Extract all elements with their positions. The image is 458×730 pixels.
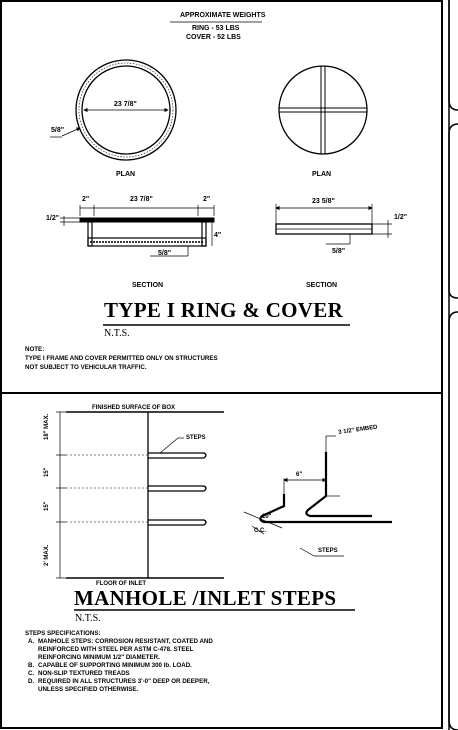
iso-steps-label: STEPS bbox=[318, 548, 338, 554]
ring-section bbox=[60, 205, 215, 257]
ring-section-label: SECTION bbox=[132, 282, 164, 289]
type1-title: TYPE I RING & COVER bbox=[104, 298, 344, 322]
type1-note-line-1: TYPE I FRAME AND COVER PERMITTED ONLY ON… bbox=[25, 355, 218, 362]
ring-base: 5/8" bbox=[158, 250, 172, 257]
spec-d-line-1: REQUIRED IN ALL STRUCTURES 3'-0" DEEP OR… bbox=[38, 678, 210, 685]
ring-left-offset: 2" bbox=[82, 196, 90, 203]
max-bottom: 2' MAX. bbox=[44, 544, 50, 566]
spec-a-line-1: MANHOLE STEPS: CORROSION RESISTANT, COAT… bbox=[38, 638, 213, 645]
cover-section-label: SECTION bbox=[306, 282, 338, 289]
steps-iso bbox=[243, 435, 392, 557]
ring-weight: RING - 53 LBS bbox=[192, 25, 240, 32]
manhole-scale: N.T.S. bbox=[75, 613, 101, 624]
ring-lip-dim: 5/8" bbox=[51, 127, 65, 134]
cover-width: 23 5/8" bbox=[312, 198, 335, 205]
floor-label: FLOOR OF INLET bbox=[96, 581, 146, 587]
spec-b-line-1: CAPABLE OF SUPPORTING MINIMUM 300 lb. LO… bbox=[38, 662, 192, 669]
spec-c-line-1: NON-SLIP TEXTURED TREADS bbox=[38, 670, 130, 677]
ring-right-offset: 2" bbox=[203, 196, 211, 203]
ring-inner-dim: 23 7/8" bbox=[114, 101, 137, 108]
cover-thickness: 5/8" bbox=[332, 248, 346, 255]
spec-letter-c: C. bbox=[28, 670, 35, 677]
iso-cc: C.C. bbox=[254, 528, 266, 534]
steps-elevation bbox=[56, 411, 224, 579]
ring-width: 23 7/8" bbox=[130, 196, 153, 203]
ring-plan-label: PLAN bbox=[116, 171, 136, 178]
spec-d-line-2: UNLESS SPECIFIED OTHERWISE. bbox=[38, 686, 139, 693]
ring-lip-height: 1/2" bbox=[46, 215, 60, 222]
iso-length: 10" bbox=[262, 514, 272, 520]
max-top: 18" MAX. bbox=[44, 413, 50, 440]
spec-heading: STEPS SPECIFICATIONS: bbox=[25, 630, 101, 637]
cover-section bbox=[275, 204, 392, 245]
iso-width: 6" bbox=[296, 472, 303, 478]
type1-note-line-2: NOT SUBJECT TO VEHICULAR TRAFFIC. bbox=[25, 364, 147, 371]
manhole-title: MANHOLE /INLET STEPS bbox=[74, 586, 337, 610]
spacing-1: 15" bbox=[44, 467, 50, 477]
cover-plan-label: PLAN bbox=[312, 171, 332, 178]
steps-callout: STEPS bbox=[186, 435, 206, 441]
spec-a-line-2: REINFORCED WITH STEEL PER ASTM C-478. ST… bbox=[38, 646, 194, 653]
spec-letter-b: B. bbox=[28, 662, 35, 669]
finished-surface-label: FINISHED SURFACE OF BOX bbox=[92, 405, 176, 411]
cover-plan bbox=[278, 65, 368, 155]
weights-heading: APPROXIMATE WEIGHTS bbox=[180, 12, 266, 19]
cover-weight: COVER - 52 LBS bbox=[186, 34, 241, 41]
type1-scale: N.T.S. bbox=[104, 328, 130, 339]
spec-a-line-3: REINFORCING MINIMUM 1/2" DIAMETER. bbox=[38, 654, 160, 661]
ring-plan bbox=[50, 59, 177, 161]
type1-note-heading: NOTE: bbox=[25, 346, 45, 353]
spec-letter-a: A. bbox=[28, 638, 35, 645]
spec-letter-d: D. bbox=[28, 678, 35, 685]
sheet-border bbox=[0, 0, 443, 729]
cover-edge: 1/2" bbox=[394, 214, 408, 221]
ring-depth: 4" bbox=[214, 232, 222, 239]
spacing-2: 15" bbox=[44, 501, 50, 511]
